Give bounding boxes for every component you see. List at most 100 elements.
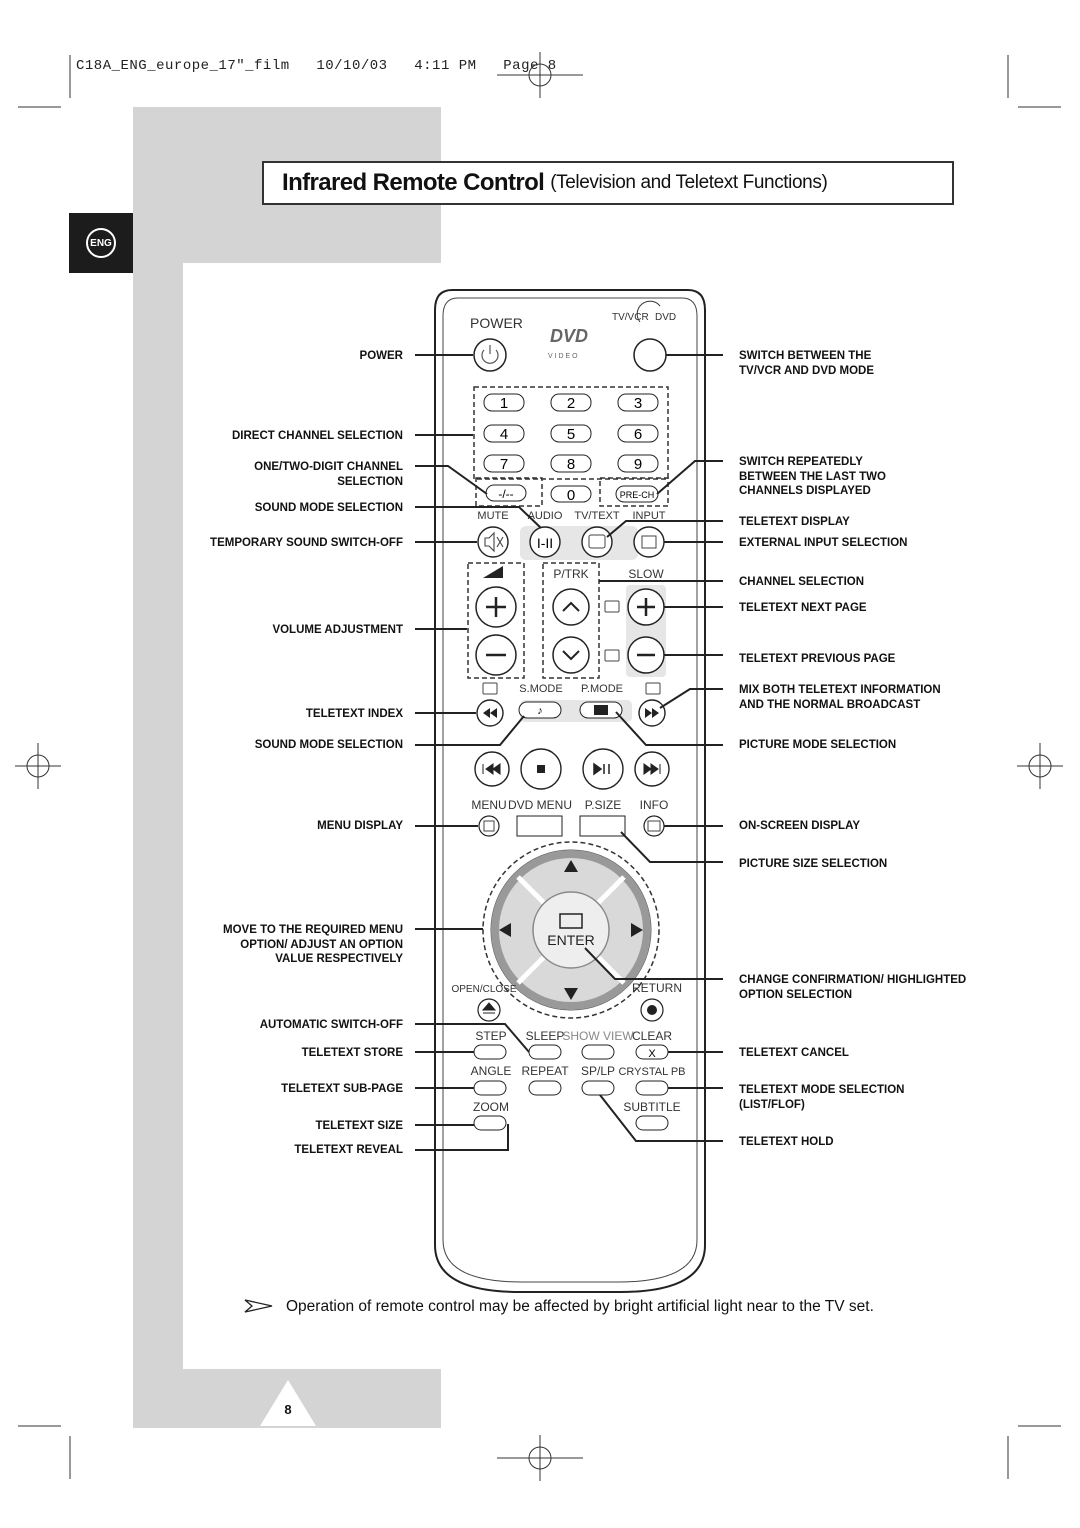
subtitle-button[interactable] — [635, 1115, 669, 1131]
svg-text:X: X — [648, 1048, 656, 1060]
tv-text-button[interactable] — [581, 526, 613, 558]
svg-text:CRYSTAL PB: CRYSTAL PB — [618, 1066, 685, 1078]
label-teletext-display: TELETEXT DISPLAY — [739, 516, 850, 528]
svg-text:CLEAR: CLEAR — [632, 1029, 672, 1043]
nav-left-icon[interactable] — [499, 923, 511, 937]
stop-icon — [537, 765, 545, 773]
info-button[interactable] — [643, 815, 665, 837]
svg-text:SLEEP: SLEEP — [526, 1029, 565, 1043]
menu-button[interactable] — [478, 815, 500, 837]
dvd-logo: DVD — [550, 326, 588, 346]
svg-text:AUDIO: AUDIO — [528, 510, 563, 522]
teletext-icon — [588, 534, 606, 549]
crystal-pb-button[interactable] — [635, 1080, 669, 1096]
channel-down-button[interactable] — [552, 636, 590, 674]
audio-button[interactable] — [529, 526, 561, 558]
svg-text:7: 7 — [500, 456, 508, 473]
label-direct-channel: DIRECT CHANNEL SELECTION — [231, 430, 403, 442]
page-title: Infrared Remote Control (Television and … — [262, 161, 954, 205]
number-pad: 1 2 3 4 5 6 7 8 9 — [483, 393, 659, 473]
note-text: Operation of remote control may be affec… — [286, 1298, 874, 1315]
svg-text:0: 0 — [567, 487, 575, 504]
channel-up-button[interactable] — [552, 588, 590, 626]
mode-cycle-icon — [636, 300, 661, 323]
svg-text:S.MODE: S.MODE — [519, 683, 562, 695]
label-change-confirmation: CHANGE CONFIRMATION/ HIGHLIGHTED OPTION … — [739, 974, 967, 1001]
label-external-input: EXTERNAL INPUT SELECTION — [739, 537, 908, 549]
fast-forward-icon — [645, 708, 659, 718]
svg-text:SP/LP: SP/LP — [581, 1064, 615, 1078]
power-button[interactable] — [473, 338, 507, 372]
svg-text:-/--: -/-- — [498, 487, 513, 501]
dvd-menu-button[interactable] — [516, 815, 563, 837]
callout-lines — [415, 354, 723, 1151]
digit-0-button[interactable] — [550, 485, 592, 503]
label-teletext-prev: TELETEXT PREVIOUS PAGE — [739, 653, 896, 665]
label-teletext-index: TELETEXT INDEX — [305, 708, 403, 720]
title-main: Infrared Remote Control — [282, 169, 545, 196]
input-button[interactable] — [633, 526, 665, 558]
play-pause-button[interactable] — [582, 748, 624, 790]
svg-text:P.SIZE: P.SIZE — [585, 798, 621, 812]
svg-text:RETURN: RETURN — [632, 981, 682, 995]
svg-text:9: 9 — [634, 456, 642, 473]
dvd-text: DVD — [655, 312, 676, 323]
title-sub: (Television and Teletext Functions) — [550, 172, 828, 193]
repeat-button[interactable] — [528, 1080, 562, 1096]
label-teletext-cancel: TELETEXT CANCEL — [739, 1047, 849, 1059]
angle-button[interactable] — [473, 1080, 507, 1096]
label-one-two-digit: ONE/TWO-DIGIT CHANNEL SELECTION — [254, 461, 403, 488]
nav-up-icon[interactable] — [564, 860, 578, 872]
enter-icon — [559, 913, 583, 929]
language-tab: ENG — [69, 213, 133, 273]
language-badge: ENG — [86, 228, 116, 258]
svg-text:SUBTITLE: SUBTITLE — [623, 1100, 680, 1114]
svg-text:5: 5 — [567, 426, 575, 443]
svg-text:3: 3 — [634, 395, 642, 412]
nav-down-icon[interactable] — [564, 988, 578, 1000]
teletext-next-icon — [604, 600, 620, 613]
sleep-button[interactable] — [528, 1044, 562, 1060]
p-size-button[interactable] — [579, 815, 626, 837]
label-sound-mode-1: SOUND MODE SELECTION — [254, 502, 403, 514]
svg-text:ZOOM: ZOOM — [473, 1100, 509, 1114]
page-number: 8 — [284, 1402, 292, 1417]
svg-text:PRE-CH: PRE-CH — [620, 490, 655, 500]
svg-text:8: 8 — [567, 456, 575, 473]
tv-dvd-switch-button[interactable] — [633, 338, 667, 372]
svg-text:INPUT: INPUT — [633, 510, 666, 522]
teletext-index-icon — [482, 682, 498, 695]
svg-text:INFO: INFO — [640, 798, 669, 812]
info-icon — [647, 820, 661, 832]
mute-button[interactable] — [477, 526, 509, 558]
svg-text:DVD MENU: DVD MENU — [508, 798, 572, 812]
label-menu-display: MENU DISPLAY — [317, 820, 403, 832]
eject-icon — [481, 1002, 497, 1014]
zoom-button[interactable] — [473, 1115, 507, 1131]
label-move-option: MOVE TO THE REQUIRED MENU OPTION/ ADJUST… — [223, 924, 403, 965]
input-icon — [641, 535, 657, 549]
step-button[interactable] — [473, 1044, 507, 1060]
p-mode-icon — [594, 705, 608, 715]
skip-forward-icon — [643, 763, 661, 775]
label-mix-teletext: MIX BOTH TELETEXT INFORMATION AND THE NO… — [739, 684, 941, 711]
enter-button[interactable] — [532, 891, 610, 969]
s-mode-button[interactable] — [518, 701, 562, 719]
label-teletext-store: TELETEXT STORE — [301, 1047, 403, 1059]
play-pause-icon — [593, 762, 610, 776]
label-volume: VOLUME ADJUSTMENT — [272, 624, 403, 636]
nav-right-icon[interactable] — [631, 923, 643, 937]
svg-text:P.MODE: P.MODE — [581, 683, 623, 695]
svg-text:TV/TEXT: TV/TEXT — [574, 510, 620, 522]
svg-text:SHOW VIEW: SHOW VIEW — [562, 1029, 634, 1043]
label-pre-ch: SWITCH REPEATEDLY BETWEEN THE LAST TWO C… — [739, 456, 886, 497]
label-teletext-reveal: TELETEXT REVEAL — [294, 1144, 403, 1156]
power-icon — [481, 349, 499, 364]
show-view-button[interactable] — [581, 1044, 615, 1060]
tv-vcr-text: TV/VCR — [612, 312, 649, 323]
power-text: POWER — [470, 315, 523, 331]
mute-icon — [484, 531, 504, 553]
sp-lp-button[interactable] — [581, 1080, 615, 1096]
